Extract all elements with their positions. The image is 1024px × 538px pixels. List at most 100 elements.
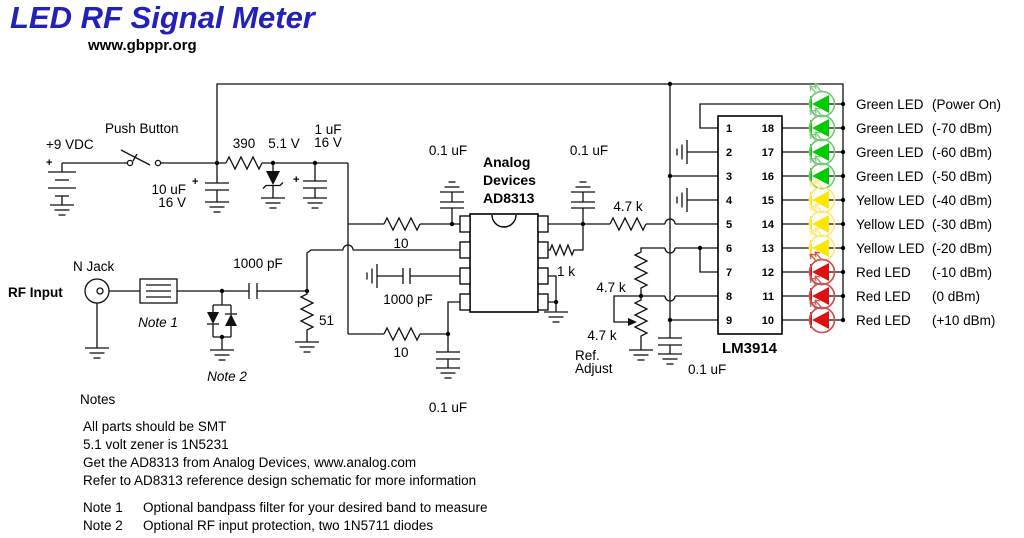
led-value: (-20 dBm): [932, 241, 992, 256]
junction-dot: [697, 245, 703, 251]
lm3914-ic-body: [717, 115, 783, 335]
wire-hop: [646, 218, 718, 225]
n-jack-symbol: [84, 278, 140, 348]
resistor-1k-symbol: [548, 224, 584, 257]
led-value: (-70 dBm): [932, 121, 992, 136]
led-labels: Green LED (Power On) Green LED (-70 dBm)…: [856, 97, 1001, 328]
wire-rf-to-ic: [306, 244, 460, 291]
led-value: (+10 dBm): [932, 313, 995, 328]
bandpass-filter-symbol: [139, 278, 178, 304]
pin-label: 7: [726, 267, 732, 279]
led-value: (-10 dBm): [932, 265, 992, 280]
cap-10uF-voltage: 16 V: [158, 195, 186, 210]
led-value: (-60 dBm): [932, 145, 992, 160]
power-supply-section: + +9 VDC Push Button + 10 uF 16 V 390 5.…: [46, 81, 844, 334]
lm3914-part-label: LM3914: [722, 340, 778, 357]
led-name: Red LED: [856, 265, 911, 280]
resistor-10-bottom-symbol: [383, 326, 421, 342]
note-line: Get the AD8313 from Analog Devices, www.…: [83, 455, 416, 470]
pin-label: 5: [726, 219, 732, 231]
pin-label: 6: [726, 243, 732, 255]
pin-label: 15: [762, 195, 774, 207]
note2-ref-label: Note 2: [207, 369, 247, 384]
led-name: Red LED: [856, 313, 911, 328]
battery-plus-sign: +: [46, 157, 52, 169]
led-name: Green LED: [856, 121, 924, 136]
led-value: (-40 dBm): [932, 193, 992, 208]
n-jack-label: N Jack: [73, 259, 115, 274]
coupling-cap-label: 1000 pF: [233, 256, 283, 271]
cap-01uF-topright-label: 0.1 uF: [570, 143, 608, 158]
battery-symbol: [48, 163, 76, 205]
coupling-cap-symbol: [248, 283, 307, 299]
cap-plus-sign: +: [192, 176, 198, 188]
cap-1uF-value: 1 uF: [314, 122, 341, 137]
header: LED RF Signal Meter www.gbppr.org: [10, 0, 317, 54]
wire-ref-divider: [633, 247, 718, 296]
rf-input-section: RF Input N Jack Note 1 Note 2 1000 pF: [8, 244, 460, 384]
resistor-10-top-label: 10: [393, 236, 408, 251]
pin-label: 1: [726, 123, 732, 135]
pin-label: 16: [762, 171, 774, 183]
pin-label: 8: [726, 291, 732, 303]
resistor-10-top-symbol: [383, 216, 421, 232]
ground-symbol: [570, 181, 596, 193]
led-name: Red LED: [856, 289, 911, 304]
ground-symbol: [676, 139, 688, 165]
cap-10uF-value: 10 uF: [151, 182, 186, 197]
cap-01uF-topleft-symbol: [440, 192, 464, 224]
ground-symbol: [204, 201, 230, 213]
resistor-4k7-output-symbol: [609, 216, 647, 232]
note2-label: Note 2: [83, 518, 123, 533]
led-name: Yellow LED: [856, 217, 925, 232]
led-column: Green LED (Power On) Green LED (-70 dBm)…: [782, 84, 1001, 333]
resistor-4k7-ref-label: 4.7 k: [596, 280, 626, 295]
cap-01uF-topright-symbol: [571, 192, 595, 224]
ground-symbol: [628, 349, 654, 361]
junction-dot: [667, 173, 673, 179]
note1-text: Optional bandpass filter for your desire…: [143, 500, 487, 515]
zener-diode-symbol: [262, 163, 284, 198]
pin-label: 18: [762, 123, 774, 135]
supply-voltage-label: +9 VDC: [46, 137, 94, 152]
ground-symbol: [84, 347, 110, 359]
resistor-390-label: 390: [233, 136, 256, 151]
resistor-1k-label: 1 k: [557, 264, 575, 279]
ad8313-ic-body: [469, 213, 539, 313]
ad8313-part-label: AD8313: [483, 190, 535, 206]
led-value: (-50 dBm): [932, 169, 992, 184]
pin-label: 9: [726, 315, 732, 327]
pin-label: 10: [762, 315, 774, 327]
ground-symbol: [302, 197, 328, 209]
cap-01uF-bottom-label: 0.1 uF: [429, 400, 467, 415]
push-button-symbol: [120, 149, 162, 167]
cap-1uF-symbol: [303, 163, 327, 198]
led-wires: [782, 103, 843, 321]
load-resistor-label: 51: [319, 313, 334, 328]
resistor-390-symbol: [225, 155, 263, 171]
ground-symbol: [676, 187, 688, 213]
led-name: Green LED: [856, 145, 924, 160]
cap-1uF-voltage: 16 V: [314, 135, 342, 150]
note-line: All parts should be SMT: [83, 419, 226, 434]
led-name: Green LED: [856, 97, 924, 112]
note-line: 5.1 volt zener is 1N5231: [83, 437, 229, 452]
pin-label: 2: [726, 147, 732, 159]
led-value: (-30 dBm): [932, 217, 992, 232]
pin-label: 14: [762, 219, 775, 231]
ad8313-maker-line2: Devices: [483, 172, 536, 188]
protection-diodes-symbol: [207, 291, 237, 350]
rf-input-label: RF Input: [8, 285, 63, 300]
input-cap-symbol: [377, 268, 460, 284]
led-symbol: [809, 84, 835, 117]
junction-dot: [553, 299, 559, 305]
note1-label: Note 1: [83, 500, 123, 515]
pin-label: 12: [762, 267, 774, 279]
pot-4k7-symbol: [633, 296, 649, 350]
led-value: (0 dBm): [932, 289, 980, 304]
resistor-4k7-output-label: 4.7 k: [613, 199, 643, 214]
input-cap-label: 1000 pF: [383, 292, 433, 307]
ic-notch: [491, 214, 517, 228]
pin-label: 4: [726, 195, 733, 207]
